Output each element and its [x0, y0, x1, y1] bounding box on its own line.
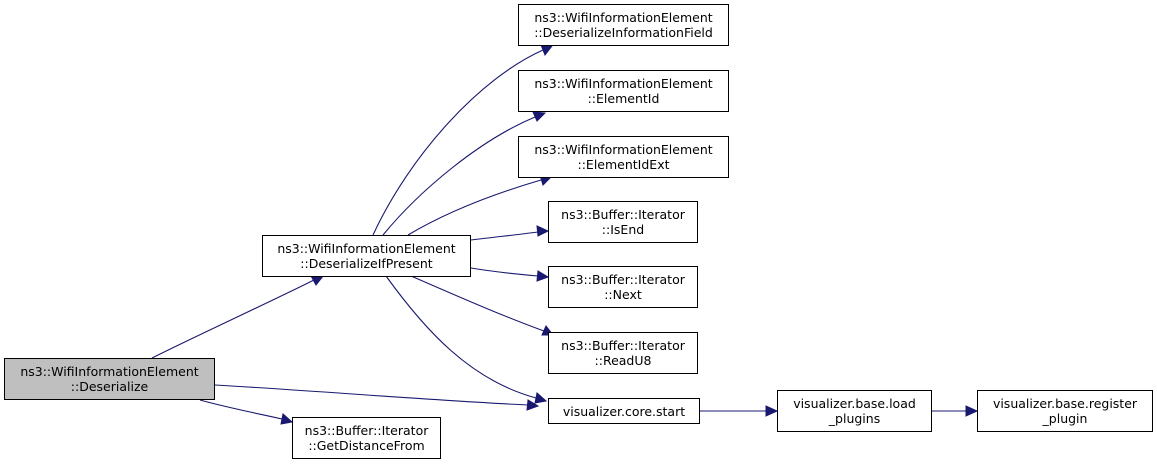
edge-arrowhead [280, 413, 294, 425]
edge-arrowhead [532, 111, 547, 122]
node-label-line2: ::GetDistanceFrom [308, 438, 425, 453]
node-label-line1: ns3::WifiInformationElement [534, 10, 713, 25]
node-visualizer-core-start[interactable]: visualizer.core.start [548, 398, 700, 424]
edge-to-elementidext [407, 179, 542, 236]
node-label-line2: ::Deserialize [70, 379, 149, 394]
edge-to-deserializeinformationfield [372, 49, 544, 236]
node-element-id-ext[interactable]: ns3::WifiInformationElement ::ElementIdE… [518, 136, 729, 178]
node-label-line2: ::ElementIdExt [577, 157, 670, 172]
node-is-end[interactable]: ns3::Buffer::Iterator ::IsEnd [548, 201, 698, 243]
node-element-id[interactable]: ns3::WifiInformationElement ::ElementId [518, 70, 729, 112]
node-label-line2: ::DeserializeInformationField [534, 25, 713, 40]
edge-to-isend [470, 231, 539, 241]
node-visualizer-base-register-plugin[interactable]: visualizer.base.register _plugin [977, 390, 1153, 432]
edge-arrowhead [534, 392, 548, 404]
node-label-line1: ns3::WifiInformationElement [534, 142, 713, 157]
node-deserialize-information-field[interactable]: ns3::WifiInformationElement ::Deserializ… [518, 4, 729, 46]
node-label-line1: ns3::Buffer::Iterator [561, 207, 685, 222]
node-label-line1: ns3::Buffer::Iterator [561, 338, 685, 353]
edge-to-next [470, 267, 539, 277]
node-label-line2: ::ReadU8 [594, 353, 652, 368]
node-label-line1: ns3::Buffer::Iterator [304, 423, 429, 438]
node-label-line2: ::DeserializeIfPresent [300, 256, 433, 271]
node-label-line1: visualizer.core.start [562, 403, 686, 419]
node-label-line1: visualizer.base.register [992, 396, 1138, 411]
node-label-line2: ::ElementId [587, 91, 660, 106]
node-deserialize: ns3::WifiInformationElement ::Deserializ… [4, 358, 215, 400]
edge-to-elementid [382, 116, 536, 236]
edge-arrowhead [965, 405, 979, 417]
node-label-line1: visualizer.base.load [793, 396, 916, 411]
node-label-line2: _plugins [828, 411, 881, 426]
node-read-u8[interactable]: ns3::Buffer::Iterator ::ReadU8 [548, 332, 698, 374]
node-visualizer-base-load-plugins[interactable]: visualizer.base.load _plugins [777, 390, 932, 432]
edge-deserializeifpresent-to-core-start [385, 275, 537, 399]
node-label-line2: ::Next [604, 287, 642, 302]
node-label-line2: _plugin [1042, 411, 1088, 426]
node-label-line1: ns3::WifiInformationElement [20, 364, 199, 379]
node-get-distance-from[interactable]: ns3::Buffer::Iterator ::GetDistanceFrom [292, 417, 441, 459]
node-deserialize-if-present[interactable]: ns3::WifiInformationElement ::Deserializ… [262, 235, 471, 277]
edge-deserialize-to-deserializeifpresent [151, 279, 315, 359]
node-label-line1: ns3::WifiInformationElement [534, 76, 713, 91]
edge-deserialize-to-getdistancefrom [199, 399, 283, 420]
edge-arrowhead [536, 225, 550, 237]
edge-arrowhead [540, 44, 553, 56]
node-label-line1: ns3::Buffer::Iterator [561, 272, 685, 287]
edge-arrowhead [526, 399, 540, 411]
edge-arrowhead [765, 405, 779, 417]
node-label-line2: ::IsEnd [601, 222, 645, 237]
node-next[interactable]: ns3::Buffer::Iterator ::Next [548, 266, 698, 308]
node-label-line1: ns3::WifiInformationElement [277, 241, 456, 256]
edge-to-readu8 [410, 275, 545, 332]
edge-arrowhead [536, 270, 550, 282]
edge-deserialize-to-core-start [214, 384, 529, 406]
